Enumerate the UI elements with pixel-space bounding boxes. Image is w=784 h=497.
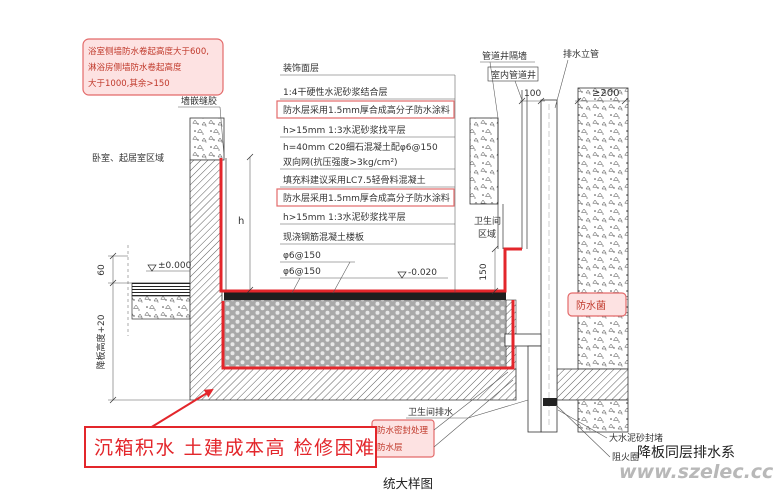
- shaft-label-frame: [487, 66, 539, 82]
- level-room-floor: ±0.000: [158, 261, 192, 271]
- dim-tick: [109, 279, 117, 287]
- leader-line: [219, 106, 225, 157]
- layer-label: h=40mm C20细石混凝土配φ6@150: [283, 141, 438, 153]
- level-bath-floor: -0.020: [408, 268, 437, 278]
- dim-tick: [537, 97, 545, 105]
- layer-label: h>15mm 1:3水泥砂浆找平层: [283, 211, 406, 223]
- fire-collar-block: [543, 398, 557, 406]
- mortar-seal-label: 大水泥砂封堵: [609, 432, 663, 444]
- dim-tick: [621, 97, 629, 105]
- leader-line: [555, 404, 611, 458]
- branch-pipe-down: [527, 345, 542, 433]
- dim-slab-step: 60: [97, 264, 107, 276]
- leader-line: [433, 379, 514, 448]
- dim-drop: 降板高度+20: [95, 314, 107, 369]
- layer-label: 防水层采用1.5mm厚合成高分子防水涂料: [283, 192, 450, 204]
- dim-wall-h: h: [238, 216, 244, 227]
- layer-label: 装饰面层: [283, 62, 319, 74]
- callout-box: [82, 38, 224, 96]
- waterproof-layer-label: 防水层: [377, 442, 403, 453]
- waterproofing: [219, 158, 522, 370]
- layer-label: φ6@150: [283, 267, 321, 277]
- room-floor-finish: [131, 282, 191, 297]
- warning-frame: [84, 426, 377, 468]
- right-wall: [577, 87, 629, 370]
- callout-line: 浴室侧墙防水卷起高度大于600,: [88, 46, 209, 57]
- dim-curb: 150: [479, 263, 489, 280]
- dim-tick: [246, 286, 254, 294]
- dim-tick: [518, 97, 526, 105]
- waterproof-ring-frame: [567, 292, 627, 317]
- right-labels: 管道井隔墙 室内管道井 排水立管 100 ≥200 卫生间 区域 150 防水菌…: [474, 48, 663, 463]
- right-slab: [556, 368, 629, 401]
- room-zone-label: 卧室、起居室区域: [92, 152, 164, 164]
- level-symbol-bath: [397, 271, 407, 279]
- bottom-labels: 卫生间排水 防水密封处理 防水层 沉箱积水 土建成本高 检修困难 降板同层排水系…: [84, 371, 774, 491]
- waterproof-ring-label: 防水菌: [576, 299, 606, 312]
- leader-line: [514, 80, 523, 101]
- bath-drain-label: 卫生间排水: [408, 406, 453, 418]
- waterproof-label-frame: [276, 100, 455, 119]
- callout-line: 大于1000,其余>150: [88, 78, 170, 89]
- layer-label: 现浇钢筋混凝土楼板: [283, 231, 364, 243]
- structure: [127, 87, 629, 433]
- caption-bottom: 统大样图: [383, 476, 433, 491]
- warning-arrow: [149, 388, 214, 429]
- layer-label: 防水层采用1.5mm厚合成高分子防水涂料: [283, 104, 450, 116]
- layer-label: φ6@150: [283, 251, 321, 261]
- right-wall-lower: [577, 399, 629, 433]
- shaft-wall-label: 管道井隔墙: [482, 50, 527, 62]
- dim-min-gap: ≥200: [592, 88, 619, 99]
- bath-zone-label: 区域: [478, 228, 496, 240]
- sealant-label: 墙嵌缝胶: [181, 95, 217, 107]
- layer-labels: 装饰面层 1:4干硬性水泥砂浆结合层 防水层采用1.5mm厚合成高分子防水涂料 …: [276, 62, 456, 294]
- leader-branch: [291, 277, 301, 294]
- level-symbol-room: [147, 264, 157, 272]
- callout-note: 浴室侧墙防水卷起高度大于600, 淋浴房侧墙防水卷起高度 大于1000,其余>1…: [82, 38, 224, 96]
- lightweight-fill: [223, 299, 507, 369]
- waterproof-label-frame: [276, 188, 455, 207]
- seal-treatment-label: 防水密封处理: [377, 425, 429, 436]
- dim-tick: [574, 97, 582, 105]
- left-wall-top: [189, 117, 225, 161]
- layer-label: 1:4干硬性水泥砂浆结合层: [283, 86, 388, 98]
- bath-zone-label: 卫生间: [474, 215, 501, 227]
- room-slab: [131, 295, 191, 320]
- dim-tick: [491, 287, 499, 295]
- upper-waterproof-layer: [219, 158, 522, 293]
- dim-shaft-gap: 100: [524, 89, 541, 99]
- layer-label: h>15mm 1:3水泥砂浆找平层: [283, 124, 406, 136]
- leader-line: [433, 371, 509, 431]
- shaft-wall: [469, 117, 499, 205]
- left-labels: 卧室、起居室区域 墙嵌缝胶 ±0.000 60 降板高度+20 h: [92, 95, 254, 404]
- dim-tick: [491, 245, 499, 253]
- layer-label: 填充料建议采用LC7.5轻骨料混凝土: [283, 174, 426, 186]
- leader-line: [489, 61, 499, 119]
- leader-line: [467, 399, 529, 419]
- leader-branch: [332, 261, 351, 294]
- watermark: www.szelec.cc: [619, 461, 774, 483]
- leader-line: [554, 59, 569, 109]
- bath-floor-screed: [224, 292, 506, 300]
- branch-pipe: [504, 333, 542, 347]
- callout-line: 淋浴房侧墙防水卷起高度: [88, 62, 182, 73]
- dim-tick: [109, 396, 117, 404]
- layer-label: 双向网(抗压强度>3kg/cm²): [283, 156, 398, 168]
- fire-collar-label: 阻火圈: [612, 452, 639, 463]
- dim-tick: [109, 252, 117, 260]
- caption-right: 降板同层排水系: [637, 445, 735, 461]
- dim-tick: [246, 153, 254, 161]
- warning-text: 沉箱积水 土建成本高 检修困难: [94, 437, 376, 459]
- riser-label: 排水立管: [563, 48, 599, 60]
- shaft-label: 室内管道井: [491, 69, 536, 81]
- lower-waterproof-layer: [221, 300, 515, 370]
